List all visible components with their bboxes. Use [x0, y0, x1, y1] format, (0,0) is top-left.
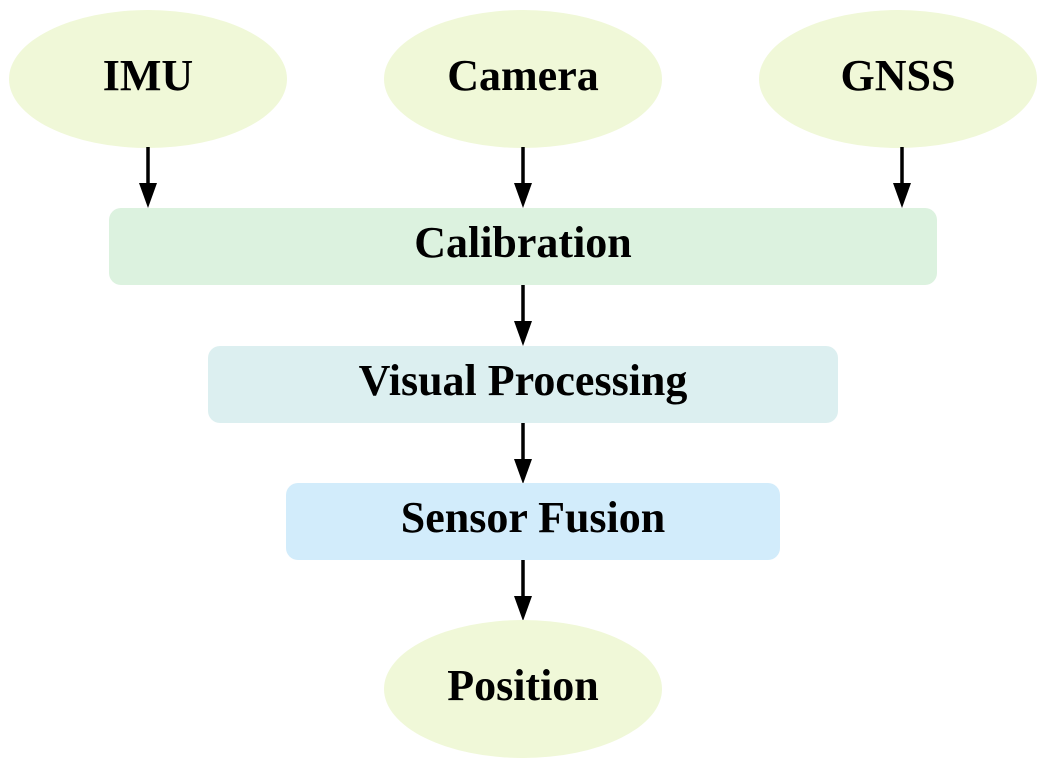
node-visual-processing-shape: [208, 346, 838, 423]
node-sensor-fusion-shape: [286, 483, 780, 560]
node-camera-shape: [384, 10, 662, 148]
edge-visual-processing-to-sensor-fusion: [514, 423, 532, 484]
node-camera-label: Camera: [447, 51, 599, 100]
node-sensor-fusion-label: Sensor Fusion: [401, 493, 666, 542]
edge-camera-to-calibration: [514, 147, 532, 208]
node-gnss-shape: [759, 10, 1037, 148]
node-visual-processing: Visual Processing: [208, 346, 838, 423]
node-gnss: GNSS: [759, 10, 1037, 148]
edge-gnss-to-calibration: [893, 147, 911, 208]
edge-sensor-fusion-to-position: [514, 560, 532, 621]
node-position: Position: [384, 620, 662, 758]
node-imu: IMU: [9, 10, 287, 148]
node-position-shape: [384, 620, 662, 758]
node-position-label: Position: [447, 661, 599, 710]
node-calibration-shape: [109, 208, 937, 285]
node-calibration: Calibration: [109, 208, 937, 285]
node-gnss-label: GNSS: [841, 51, 956, 100]
node-camera: Camera: [384, 10, 662, 148]
node-calibration-label: Calibration: [414, 218, 632, 267]
edge-calibration-to-visual-processing: [514, 285, 532, 346]
node-imu-label: IMU: [103, 51, 193, 100]
node-visual-processing-label: Visual Processing: [359, 356, 688, 405]
node-sensor-fusion: Sensor Fusion: [286, 483, 780, 560]
node-imu-shape: [9, 10, 287, 148]
edge-imu-to-calibration: [139, 147, 157, 208]
